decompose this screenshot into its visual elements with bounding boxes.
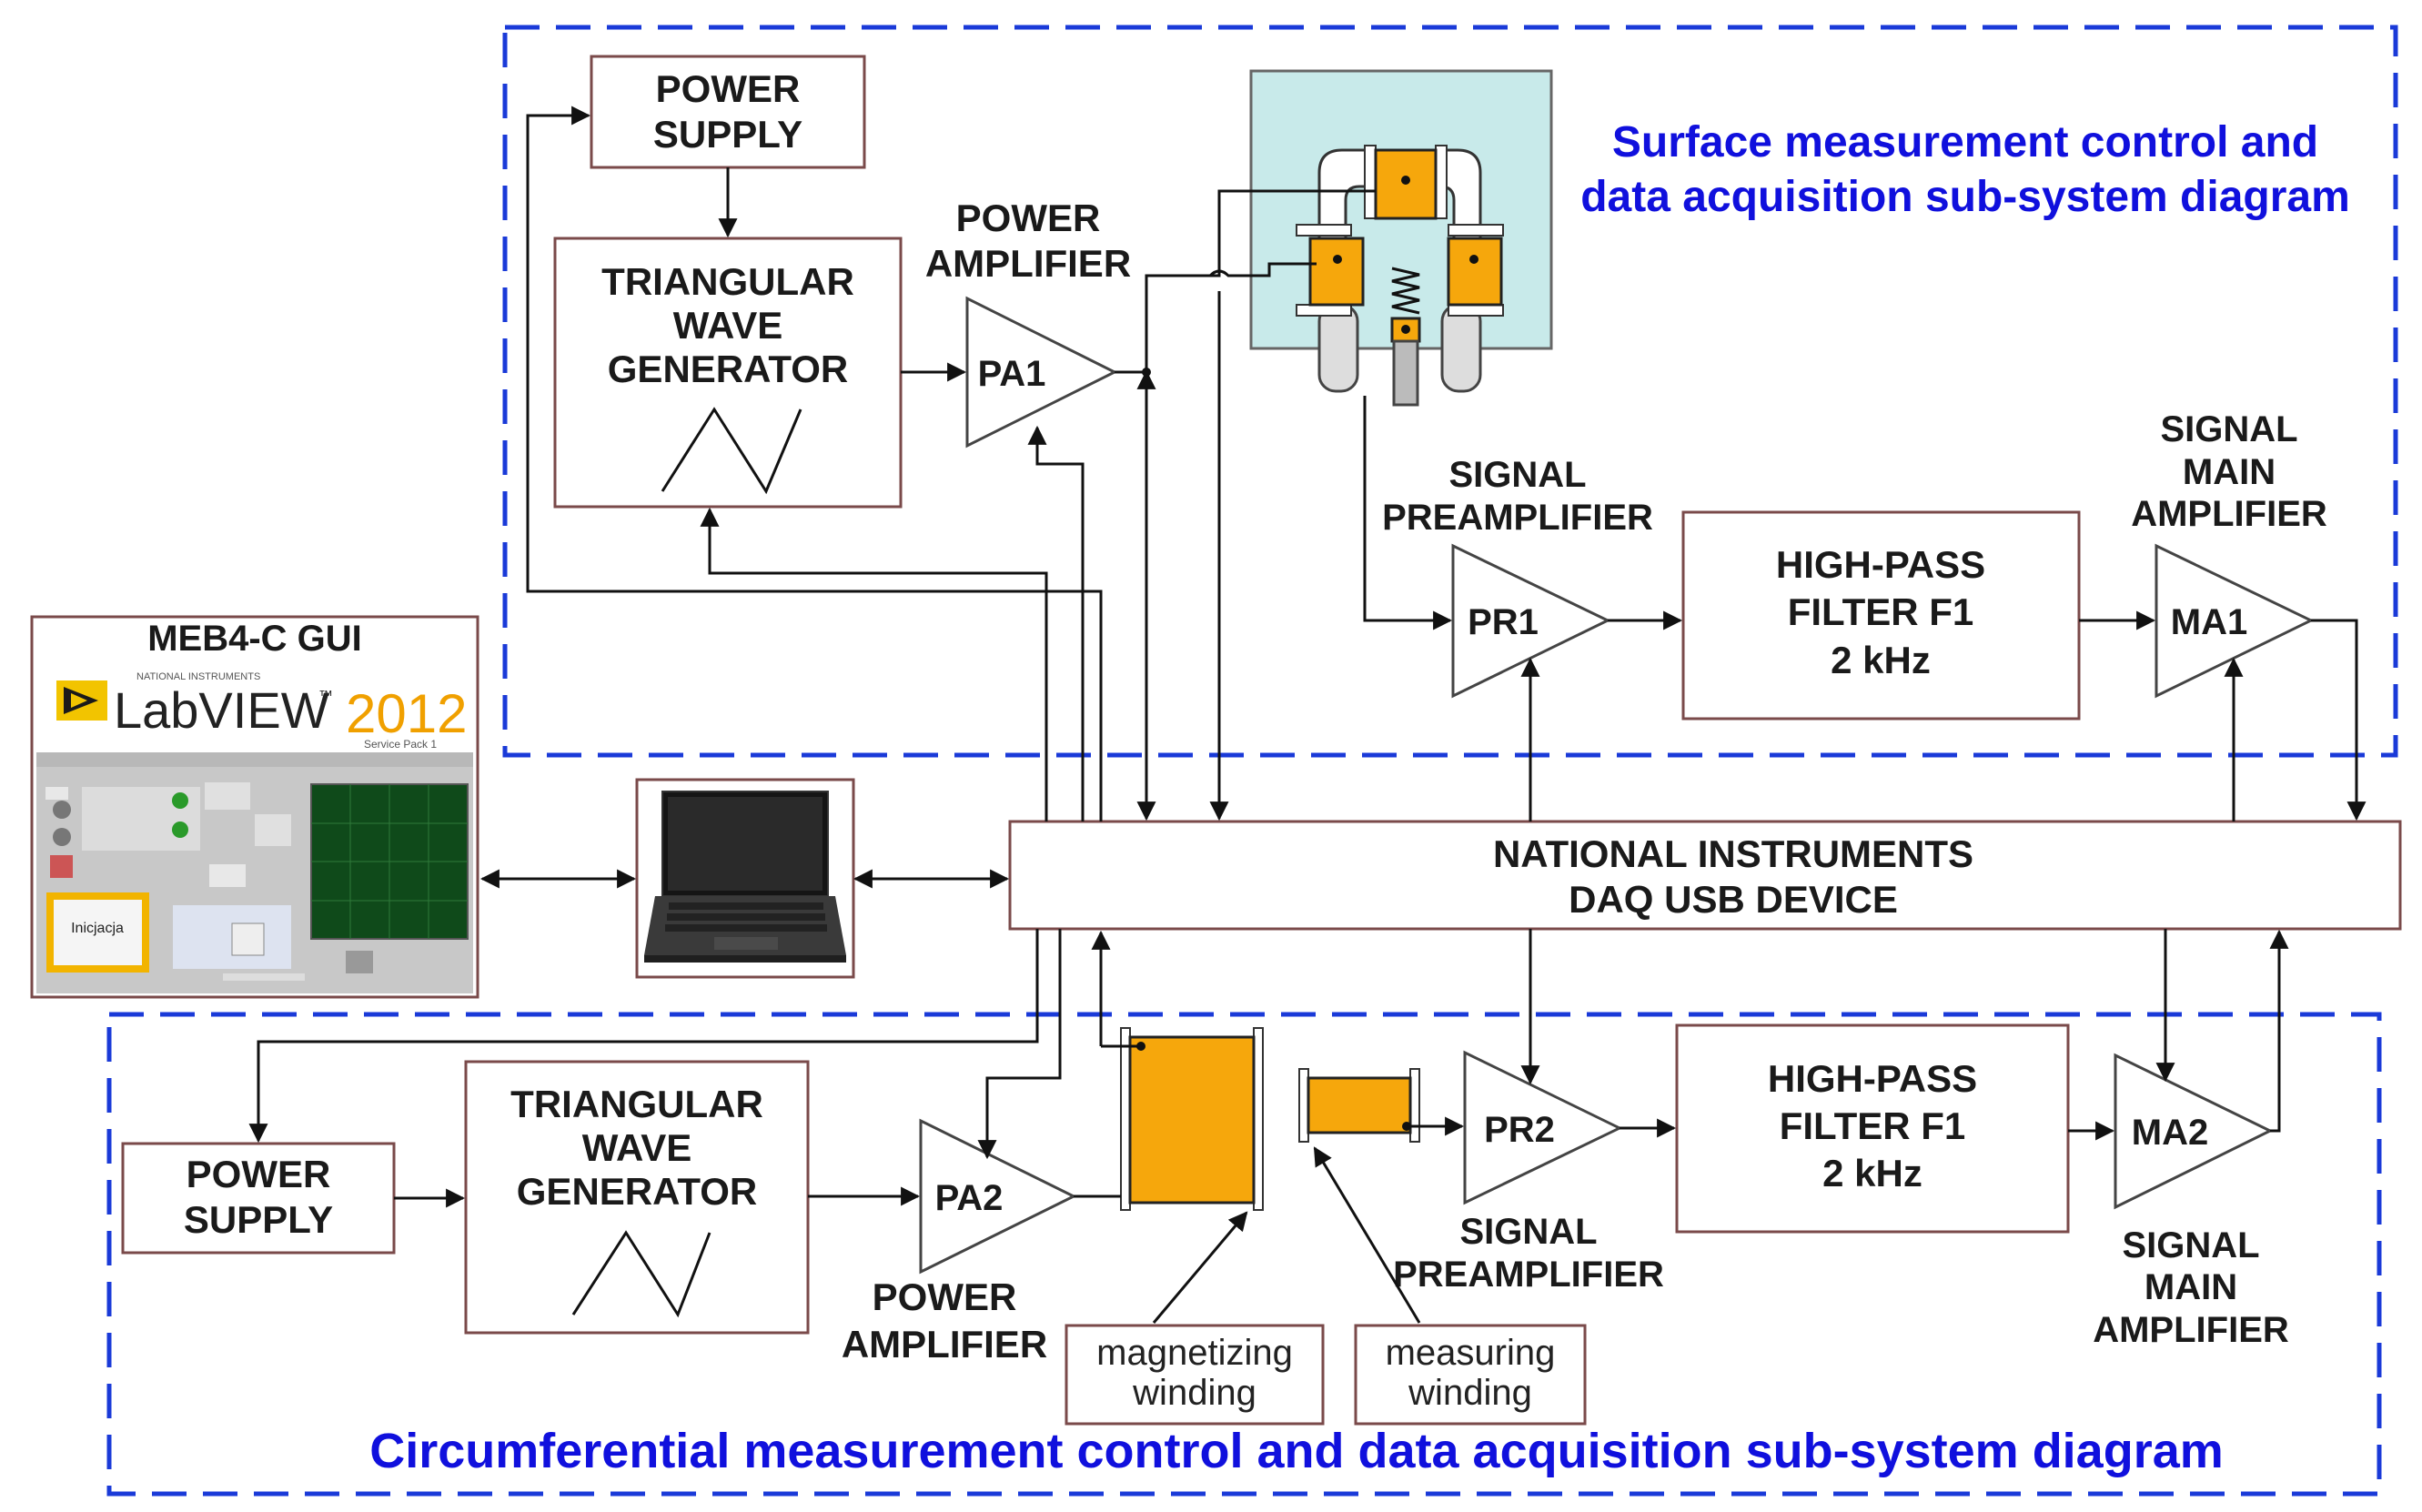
bottom-wave-generator: TRIANGULAR WAVE GENERATOR [464, 1060, 810, 1335]
bottom-signal-preamplifier: PR2 [1463, 1050, 1623, 1205]
labview-wordmark: LabVIEW [114, 681, 329, 739]
top-power-amp-label-2: AMPLIFIER [925, 242, 1131, 285]
magnetizing-winding-callout: magnetizing winding [1065, 1324, 1325, 1426]
svg-text:winding: winding [1132, 1373, 1256, 1413]
svg-text:WAVE: WAVE [673, 304, 783, 347]
bottom-power-supply: POWER SUPPLY [121, 1142, 396, 1255]
signal-wires [248, 106, 2366, 1324]
svg-text:magnetizing: magnetizing [1096, 1333, 1293, 1373]
top-main-amp-label-2: MAIN [2183, 452, 2276, 492]
svg-text:HIGH-PASS: HIGH-PASS [1768, 1057, 1977, 1100]
svg-text:PR2: PR2 [1484, 1110, 1555, 1150]
bottom-power-amplifier: PA2 [919, 1118, 1077, 1275]
svg-text:MA1: MA1 [2171, 602, 2247, 642]
bottom-main-amp-label-2: MAIN [2144, 1267, 2237, 1307]
svg-text:TRIANGULAR: TRIANGULAR [510, 1083, 763, 1125]
labview-tm: ™ [318, 689, 333, 704]
top-preamp-label-2: PREAMPLIFIER [1382, 498, 1653, 538]
svg-text:POWER: POWER [656, 67, 801, 110]
meb4c-gui-panel: MEB4-C GUI NATIONAL INSTRUMENTS LabVIEW … [30, 615, 479, 999]
svg-text:SUPPLY: SUPPLY [184, 1198, 333, 1241]
svg-text:SUPPLY: SUPPLY [653, 113, 802, 156]
svg-text:MA2: MA2 [2132, 1113, 2208, 1153]
svg-text:MEB4-C GUI: MEB4-C GUI [147, 619, 362, 659]
triangle-wave-icon [661, 407, 802, 495]
bottom-power-amp-label-2: AMPLIFIER [842, 1323, 1047, 1366]
measuring-winding-callout: measuring winding [1354, 1324, 1587, 1426]
svg-text:2 kHz: 2 kHz [1831, 639, 1931, 681]
svg-text:winding: winding [1408, 1373, 1532, 1413]
svg-text:HIGH-PASS: HIGH-PASS [1776, 543, 1985, 586]
svg-text:GENERATOR: GENERATOR [517, 1170, 757, 1213]
labview-year: 2012 [346, 683, 467, 744]
top-power-amp-label-1: POWER [956, 197, 1101, 239]
top-wave-generator: TRIANGULAR WAVE GENERATOR [553, 237, 903, 509]
magnetizing-winding-coil [1120, 1027, 1264, 1211]
triangle-wave-icon [571, 1230, 711, 1318]
top-high-pass-filter: HIGH-PASS FILTER F1 2 kHz [1681, 510, 2081, 721]
svg-text:NATIONAL INSTRUMENTS: NATIONAL INSTRUMENTS [136, 671, 260, 682]
bottom-preamp-label-2: PREAMPLIFIER [1393, 1255, 1664, 1295]
gui-init-button: Inicjacja [71, 921, 124, 936]
laptop-icon [635, 778, 855, 979]
svg-text:NATIONAL INSTRUMENTS: NATIONAL INSTRUMENTS [1493, 832, 1973, 875]
svg-text:2 kHz: 2 kHz [1822, 1152, 1922, 1194]
bottom-power-amp-label-1: POWER [873, 1275, 1017, 1318]
top-main-amp-label-3: AMPLIFIER [2131, 494, 2327, 534]
svg-text:TRIANGULAR: TRIANGULAR [601, 260, 854, 303]
daq-usb-device: NATIONAL INSTRUMENTS DAQ USB DEVICE [1008, 820, 2402, 931]
svg-text:FILTER F1: FILTER F1 [1788, 590, 1974, 633]
bottom-high-pass-filter: HIGH-PASS FILTER F1 2 kHz [1675, 1023, 2070, 1234]
labview-service-pack: Service Pack 1 [364, 738, 437, 751]
svg-text:measuring: measuring [1386, 1333, 1556, 1373]
right-coil [1447, 237, 1503, 307]
surface-title-line2: data acquisition sub-system diagram [1580, 173, 2350, 221]
svg-text:GENERATOR: GENERATOR [608, 348, 848, 390]
surface-title-line1: Surface measurement control and [1612, 118, 2318, 166]
svg-text:WAVE: WAVE [582, 1126, 692, 1169]
circumferential-title: Circumferential measurement control and … [369, 1424, 2224, 1478]
top-power-supply: POWER SUPPLY [590, 55, 866, 169]
top-power-amplifier: PA1 [965, 296, 1118, 449]
svg-text:DAQ USB DEVICE: DAQ USB DEVICE [1569, 878, 1898, 921]
svg-text:PA1: PA1 [978, 354, 1046, 394]
svg-text:FILTER F1: FILTER F1 [1780, 1104, 1966, 1147]
left-coil [1308, 237, 1365, 307]
svg-text:POWER: POWER [187, 1153, 331, 1195]
surface-subsystem-border [502, 25, 2398, 758]
bottom-signal-main-amplifier: MA2 [2114, 1053, 2274, 1210]
labview-logo-icon: NATIONAL INSTRUMENTS [56, 671, 260, 721]
surface-sensor-head [1249, 69, 1553, 407]
top-main-amp-label-1: SIGNAL [2160, 409, 2297, 449]
bottom-preamp-label-1: SIGNAL [1459, 1212, 1597, 1252]
circumferential-subsystem-border [106, 1012, 2382, 1497]
bottom-main-amp-label-1: SIGNAL [2122, 1225, 2259, 1265]
svg-text:PA2: PA2 [935, 1178, 1004, 1218]
top-preamp-label-1: SIGNAL [1448, 455, 1586, 495]
svg-text:PR1: PR1 [1468, 602, 1539, 642]
measuring-winding-coil [1298, 1068, 1420, 1143]
bottom-main-amp-label-3: AMPLIFIER [2093, 1310, 2289, 1350]
